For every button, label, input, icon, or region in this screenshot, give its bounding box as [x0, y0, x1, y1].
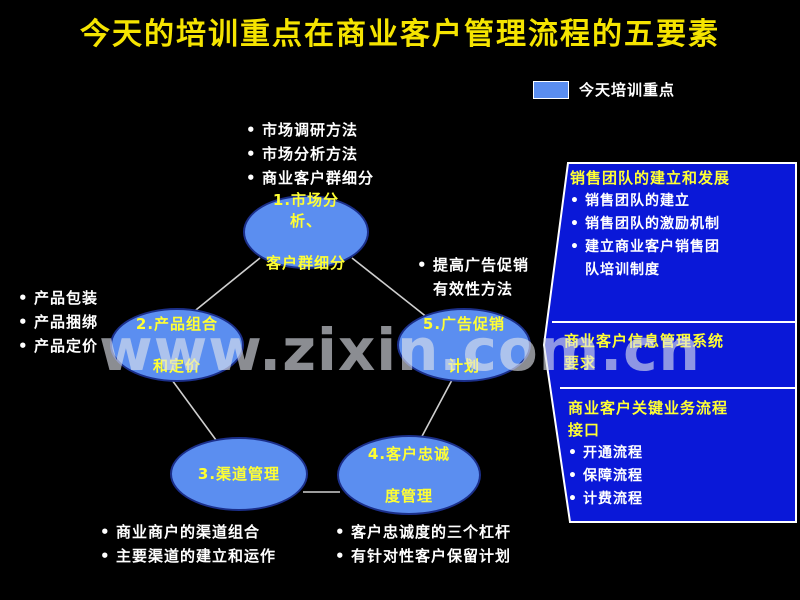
section-heading: 销售团队的建立和发展 [570, 169, 731, 187]
list-item: 主要渠道的建立和运作 [100, 544, 276, 568]
node-customer-loyalty[interactable]: 4.客户忠诚 度管理 [337, 435, 481, 515]
node1-line2: 客户群细分 [265, 254, 346, 272]
list-item: 客户忠诚度的三个杠杆 [335, 520, 511, 544]
legend-swatch-icon [533, 80, 569, 99]
node-channel-management[interactable]: 3.渠道管理 [170, 437, 308, 511]
bullets-product-mix: 产品包装 产品捆绑 产品定价 [18, 286, 98, 358]
page-title: 今天的培训重点在商业客户管理流程的五要素 [80, 17, 720, 52]
panel-section-process-interface: 商业客户关键业务流程 接口 开通流程 保障流程 计费流程 [568, 397, 794, 511]
section-heading-line1: 商业客户关键业务流程 [568, 399, 729, 417]
list-item: 商业商户的渠道组合 [100, 520, 276, 544]
node2-line2: 和定价 [152, 356, 201, 375]
panel-section-info-system: 商业客户信息管理系统 要求 [564, 330, 796, 374]
node-product-mix-pricing[interactable]: 2.产品组合 和定价 [110, 308, 244, 382]
list-item: 计费流程 [568, 488, 794, 511]
right-panel: 销售团队的建立和发展 销售团队的建立 销售团队的激励机制 建立商业客户销售团 队… [540, 155, 798, 530]
list-item: 产品包装 [18, 286, 98, 310]
bullets-loyalty: 客户忠诚度的三个杠杆 有针对性客户保留计划 [335, 520, 511, 568]
list-item: 提高广告促销 [417, 253, 529, 277]
section-heading-line2: 接口 [568, 421, 601, 439]
list-item: 市场调研方法 [246, 118, 374, 142]
legend: 今天培训重点 [533, 79, 675, 100]
node4-line2: 度管理 [384, 486, 433, 505]
list-item: 保障流程 [568, 465, 794, 488]
list-item: 产品定价 [18, 334, 98, 358]
list-item: 开通流程 [568, 442, 794, 465]
node4-line1: 4.客户忠诚 [367, 444, 451, 463]
node1-line1: 1.市场分析、 [272, 191, 340, 230]
list-item: 有针对性客户保留计划 [335, 544, 511, 568]
node2-line1: 2.产品组合 [135, 314, 219, 333]
section-heading-line2: 要求 [564, 354, 597, 372]
node-market-analysis[interactable]: 1.市场分析、 客户群细分 [243, 191, 369, 272]
list-item: 商业客户群细分 [246, 166, 374, 190]
node5-line1: 5.广告促销 [422, 314, 506, 333]
bullets-market-analysis: 市场调研方法 市场分析方法 商业客户群细分 [246, 118, 374, 190]
bullets-advertising: 提高广告促销 有效性方法 [417, 253, 529, 301]
legend-label: 今天培训重点 [579, 81, 676, 99]
list-item-continuation: 有效性方法 [433, 280, 514, 298]
list-item: 产品捆绑 [18, 310, 98, 334]
node3-line1: 3.渠道管理 [197, 464, 281, 483]
list-item: 市场分析方法 [246, 142, 374, 166]
list-item: 建立商业客户销售团 [570, 236, 792, 259]
list-item-continuation: 队培训制度 [585, 262, 660, 278]
section-heading-line1: 商业客户信息管理系统 [564, 332, 725, 350]
section-list: 开通流程 保障流程 计费流程 [568, 442, 794, 511]
bullets-channel: 商业商户的渠道组合 主要渠道的建立和运作 [100, 520, 276, 568]
node5-line2: 计划 [447, 356, 480, 375]
section-list: 销售团队的建立 销售团队的激励机制 建立商业客户销售团 队培训制度 [570, 190, 792, 282]
panel-section-sales-team: 销售团队的建立和发展 销售团队的建立 销售团队的激励机制 建立商业客户销售团 队… [570, 167, 792, 282]
node-advertising-promotion[interactable]: 5.广告促销 计划 [397, 308, 531, 382]
list-item: 销售团队的建立 [570, 190, 792, 213]
list-item: 销售团队的激励机制 [570, 213, 792, 236]
